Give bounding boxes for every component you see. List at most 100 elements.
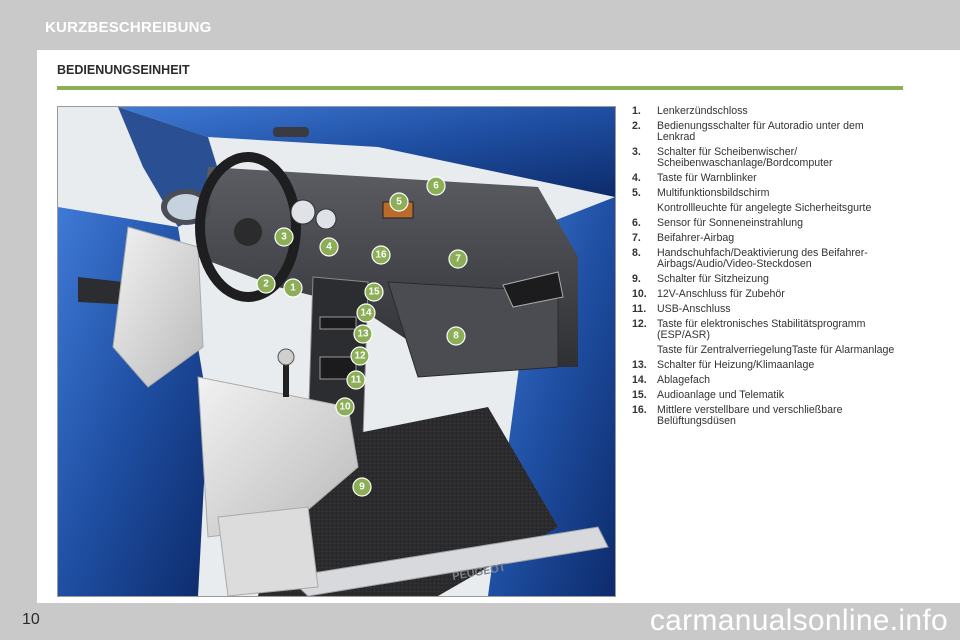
legend-text: Schalter für Heizung/Klimaanlage bbox=[657, 359, 815, 371]
svg-text:14: 14 bbox=[360, 308, 372, 319]
page-header-title: KURZBESCHREIBUNG bbox=[45, 19, 212, 36]
gauge-right bbox=[315, 208, 337, 230]
legend-text: Lenkerzündschloss bbox=[657, 105, 748, 117]
callout-11: 11 bbox=[346, 370, 366, 390]
svg-text:5: 5 bbox=[396, 197, 402, 208]
legend-text: USB-Anschluss bbox=[657, 303, 731, 315]
page-number: 10 bbox=[22, 611, 40, 628]
callout-4: 4 bbox=[319, 237, 339, 257]
callout-3: 3 bbox=[274, 227, 294, 247]
section-title: BEDIENUNGSEINHEIT bbox=[57, 63, 190, 77]
callout-6: 6 bbox=[426, 176, 446, 196]
callout-8: 8 bbox=[446, 326, 466, 346]
legend-item: 5.Multifunktionsbildschirm bbox=[632, 188, 897, 199]
radio-unit bbox=[319, 316, 357, 330]
watermark: carmanualsonline.info bbox=[649, 604, 948, 637]
svg-text:16: 16 bbox=[375, 250, 387, 261]
gear-lever bbox=[283, 357, 289, 397]
legend-item: 12.Taste für elektronisches Stabilitätsp… bbox=[632, 319, 897, 341]
callout-7: 7 bbox=[448, 249, 468, 269]
legend-note: Taste für ZentralverriegelungTaste für A… bbox=[657, 344, 895, 356]
legend-text: Audioanlage und Telematik bbox=[657, 389, 785, 401]
legend-number: 4. bbox=[632, 172, 641, 184]
svg-text:3: 3 bbox=[281, 232, 287, 243]
legend-item: 3. Schalter für Scheibenwischer/ Scheiben… bbox=[632, 147, 897, 169]
callout-16: 16 bbox=[371, 245, 391, 265]
legend-text: Ablagefach bbox=[657, 374, 711, 386]
callout-15: 15 bbox=[364, 282, 384, 302]
legend-item: 13. Schalter für Heizung/Klimaanlage bbox=[632, 360, 897, 371]
top-bar: KURZBESCHREIBUNG bbox=[0, 0, 960, 50]
gauge-left bbox=[290, 199, 316, 225]
svg-text:2: 2 bbox=[263, 279, 269, 290]
legend-text: Mittlere verstellbare und verschließbare… bbox=[657, 404, 843, 427]
legend-item: 15. Audioanlage und Telematik bbox=[632, 390, 897, 401]
svg-text:6: 6 bbox=[433, 181, 439, 192]
legend-item: 6.Sensor für Sonneneinstrahlung bbox=[632, 218, 897, 229]
callout-12: 12 bbox=[350, 346, 370, 366]
legend-text: Schalter für Sitzheizung bbox=[657, 273, 769, 285]
legend-item: 16.Mittlere verstellbare und verschließb… bbox=[632, 405, 897, 427]
svg-text:11: 11 bbox=[351, 375, 362, 386]
legend-text: Schalter für Scheibenwischer/ Scheibenwa… bbox=[657, 146, 833, 169]
car-body-top bbox=[118, 107, 615, 197]
rearview-mirror bbox=[273, 127, 309, 137]
legend-number: 7. bbox=[632, 232, 641, 244]
legend-text: Handschuhfach/Deaktivierung des Beifahre… bbox=[657, 247, 868, 270]
gear-knob bbox=[277, 348, 295, 366]
legend-number: 6. bbox=[632, 217, 641, 229]
legend-number: 3. bbox=[632, 146, 641, 158]
page-content: BEDIENUNGSEINHEIT bbox=[37, 50, 960, 603]
driver-seat-back bbox=[112, 226, 204, 388]
svg-text:9: 9 bbox=[359, 482, 365, 493]
legend-number: 9. bbox=[632, 273, 641, 285]
legend-text: 12V-Anschluss für Zubehör bbox=[657, 288, 785, 300]
callout-13: 13 bbox=[353, 324, 373, 344]
callout-14: 14 bbox=[356, 303, 376, 323]
legend-number: 1. bbox=[632, 105, 641, 117]
legend-text: Bedienungsschalter für Autoradio unter d… bbox=[657, 120, 864, 143]
steering-hub bbox=[234, 218, 262, 246]
cockpit-drawing: PEUGEOT 1 2 3 4 bbox=[58, 107, 615, 596]
legend-text: Taste für Warnblinker bbox=[657, 172, 757, 184]
legend-item: 1. Lenkerzündschloss bbox=[632, 106, 897, 117]
seat-side bbox=[217, 506, 319, 596]
climate-panel bbox=[319, 356, 357, 380]
callout-2: 2 bbox=[256, 274, 276, 294]
callout-10: 10 bbox=[335, 397, 355, 417]
svg-text:4: 4 bbox=[326, 242, 332, 253]
svg-text:10: 10 bbox=[339, 402, 351, 413]
svg-text:13: 13 bbox=[357, 329, 369, 340]
legend-number: 2. bbox=[632, 120, 641, 132]
svg-text:15: 15 bbox=[368, 287, 380, 298]
side-vent bbox=[502, 271, 564, 308]
door-sill bbox=[286, 526, 609, 596]
svg-text:12: 12 bbox=[354, 351, 366, 362]
legend-number: 10. bbox=[632, 288, 647, 300]
legend-item: 2. Bedienungsschalter für Autoradio unter… bbox=[632, 121, 897, 143]
legend-item: 9. Schalter für Sitzheizung bbox=[632, 274, 897, 285]
legend-item: 4. Taste für Warnblinker bbox=[632, 173, 897, 184]
legend-item: 7. Beifahrer-Airbag bbox=[632, 233, 897, 244]
legend-number: 8. bbox=[632, 247, 641, 259]
legend-text: Taste für elektronisches Stabilitätsprog… bbox=[657, 318, 866, 341]
legend-text: Beifahrer-Airbag bbox=[657, 232, 735, 244]
svg-text:8: 8 bbox=[453, 331, 459, 342]
legend-number: 13. bbox=[632, 359, 647, 371]
section-divider bbox=[57, 86, 903, 90]
cockpit-illustration: PEUGEOT 1 2 3 4 bbox=[57, 106, 616, 597]
legend-item: 8. Handschuhfach/Deaktivierung des Beifah… bbox=[632, 248, 897, 270]
svg-text:1: 1 bbox=[290, 283, 296, 294]
legend-list: 1. Lenkerzündschloss 2. Bedienungsschalter … bbox=[632, 106, 897, 431]
legend-item: 14. Ablagefach bbox=[632, 375, 897, 386]
callout-5: 5 bbox=[389, 192, 409, 212]
legend-number: 15. bbox=[632, 389, 647, 401]
legend-text: Multifunktionsbildschirm bbox=[657, 187, 770, 199]
steering-wheel bbox=[195, 152, 301, 302]
driver-seat-cushion bbox=[197, 376, 359, 538]
legend-number: 14. bbox=[632, 374, 647, 386]
mirror-glass bbox=[167, 194, 205, 220]
legend-note: Kontrollleuchte für angelegte Sicherheit… bbox=[657, 202, 872, 214]
legend-number: 11. bbox=[632, 303, 647, 315]
callout-9: 9 bbox=[352, 477, 372, 497]
